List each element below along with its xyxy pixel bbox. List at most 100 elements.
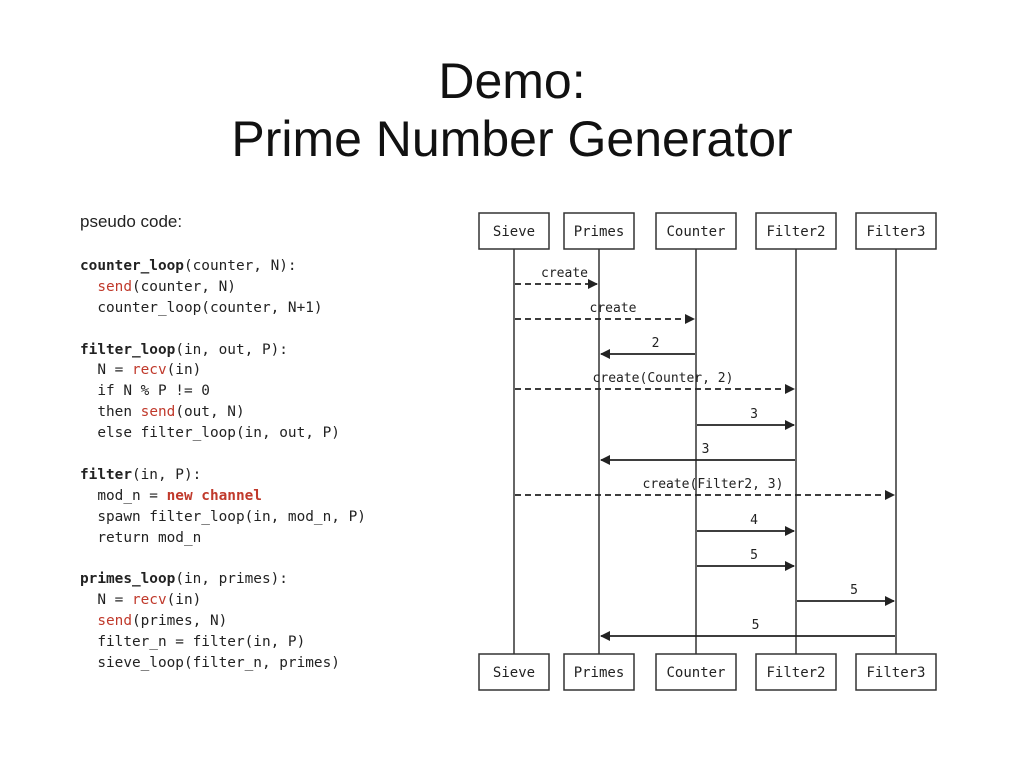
actor-label: Filter3 (866, 224, 925, 240)
code-line: mod_n = new channel (80, 486, 366, 507)
code-keyword: send (140, 404, 176, 421)
message-arrow: create(Filter2, 3) (515, 477, 895, 500)
actor-label: Primes (574, 665, 625, 681)
actor-filter3-top: Filter3 (855, 212, 937, 250)
message-arrow: 2 (600, 336, 695, 359)
actor-filter2-top: Filter2 (755, 212, 837, 250)
code-text (80, 279, 97, 295)
actor-sieve-bottom: Sieve (478, 653, 550, 691)
code-line: if N % P != 0 (80, 381, 366, 402)
code-line: N = recv(in) (80, 590, 366, 611)
message-arrow: 5 (797, 583, 895, 606)
actor-label: Filter2 (766, 224, 825, 240)
code-text: (primes, N) (131, 613, 228, 630)
slide-title-line-1: Demo: (438, 53, 586, 109)
code-line: N = recv(in) (80, 360, 366, 381)
actor-label: Counter (666, 224, 725, 240)
code-keyword: recv (131, 362, 167, 379)
code-line: filter_n = filter(in, P) (80, 632, 366, 653)
code-line: filter(in, P): (80, 465, 366, 486)
code-text: (in, P): (131, 466, 202, 483)
actor-box (478, 653, 550, 691)
code-line: filter_loop(in, out, P): (80, 340, 366, 361)
actor-sieve-top: Sieve (478, 212, 550, 250)
code-blank-line (80, 548, 366, 569)
code-keyword: recv (131, 592, 167, 609)
pseudo-code-block: counter_loop(counter, N): send(counter, … (80, 256, 366, 674)
code-line: primes_loop(in, primes): (80, 569, 366, 590)
actor-label: Counter (666, 665, 725, 681)
code-blank-line (80, 444, 366, 465)
actor-box (855, 212, 937, 250)
message-arrow: 4 (697, 513, 795, 536)
code-line: else filter_loop(in, out, P) (80, 423, 366, 444)
actor-box (755, 653, 837, 691)
code-text (80, 613, 97, 629)
code-line: send(primes, N) (80, 611, 366, 632)
code-text: mod_n = (80, 487, 167, 504)
code-line: counter_loop(counter, N+1) (80, 298, 366, 319)
message-arrow: create (515, 301, 695, 324)
message-label: create (541, 266, 588, 281)
code-text: if N % P != 0 (80, 383, 210, 400)
code-text: (in) (166, 592, 202, 609)
message-label: 5 (850, 583, 858, 598)
actor-box (755, 212, 837, 250)
actor-filter2-bottom: Filter2 (755, 653, 837, 691)
code-blank-line (80, 319, 366, 340)
actor-label: Filter3 (866, 665, 925, 681)
code-text: (in) (166, 362, 202, 379)
code-keyword: new channel (166, 487, 262, 504)
slide-title: Demo: Prime Number Generator (0, 52, 1024, 168)
slide-title-line-2: Prime Number Generator (231, 111, 793, 167)
message-arrow: 5 (600, 618, 895, 641)
message-arrow: 3 (697, 407, 795, 430)
actor-box (563, 653, 635, 691)
code-line: then send(out, N) (80, 402, 366, 423)
code-text: counter_loop(counter, N+1) (80, 299, 323, 316)
code-text: N = (80, 592, 132, 609)
message-label: create (590, 301, 637, 316)
message-label: 4 (750, 513, 758, 528)
code-text: (in, out, P): (175, 341, 288, 358)
code-text: filter_n = filter(in, P) (80, 634, 306, 651)
actor-label: Sieve (493, 665, 535, 681)
actor-box (655, 212, 737, 250)
code-text: sieve_loop(filter_n, primes) (80, 654, 340, 671)
code-line: sieve_loop(filter_n, primes) (80, 653, 366, 674)
message-label: 5 (752, 618, 760, 633)
message-label: create(Counter, 2) (593, 371, 734, 386)
code-line: spawn filter_loop(in, mod_n, P) (80, 507, 366, 528)
actor-box (655, 653, 737, 691)
actor-primes-bottom: Primes (563, 653, 635, 691)
message-arrow: 5 (697, 548, 795, 571)
code-text: (in, primes): (175, 571, 288, 588)
code-keyword: send (97, 278, 132, 295)
message-label: create(Filter2, 3) (643, 477, 784, 492)
actor-label: Primes (574, 224, 625, 240)
code-line: counter_loop(counter, N): (80, 256, 366, 277)
message-arrow: create(Counter, 2) (515, 371, 795, 394)
code-line: send(counter, N) (80, 277, 366, 298)
code-keyword: send (97, 613, 132, 630)
message-arrow: 3 (600, 442, 795, 465)
actor-label: Filter2 (766, 665, 825, 681)
actor-counter-top: Counter (655, 212, 737, 250)
actor-label: Sieve (493, 224, 535, 240)
code-text: then (80, 404, 141, 421)
message-arrow: create (515, 266, 598, 289)
message-label: 3 (750, 407, 758, 422)
actor-primes-top: Primes (563, 212, 635, 250)
code-text: spawn filter_loop(in, mod_n, P) (80, 508, 366, 525)
code-text: else filter_loop(in, out, P) (80, 425, 340, 442)
actor-box (855, 653, 937, 691)
code-function-name: counter_loop (80, 258, 184, 274)
code-function-name: primes_loop (80, 571, 176, 588)
code-text: (counter, N): (183, 258, 297, 274)
code-text: N = (80, 362, 132, 379)
code-function-name: filter (80, 466, 132, 483)
actor-filter3-bottom: Filter3 (855, 653, 937, 691)
code-function-name: filter_loop (80, 341, 176, 358)
message-label: 5 (750, 548, 758, 563)
